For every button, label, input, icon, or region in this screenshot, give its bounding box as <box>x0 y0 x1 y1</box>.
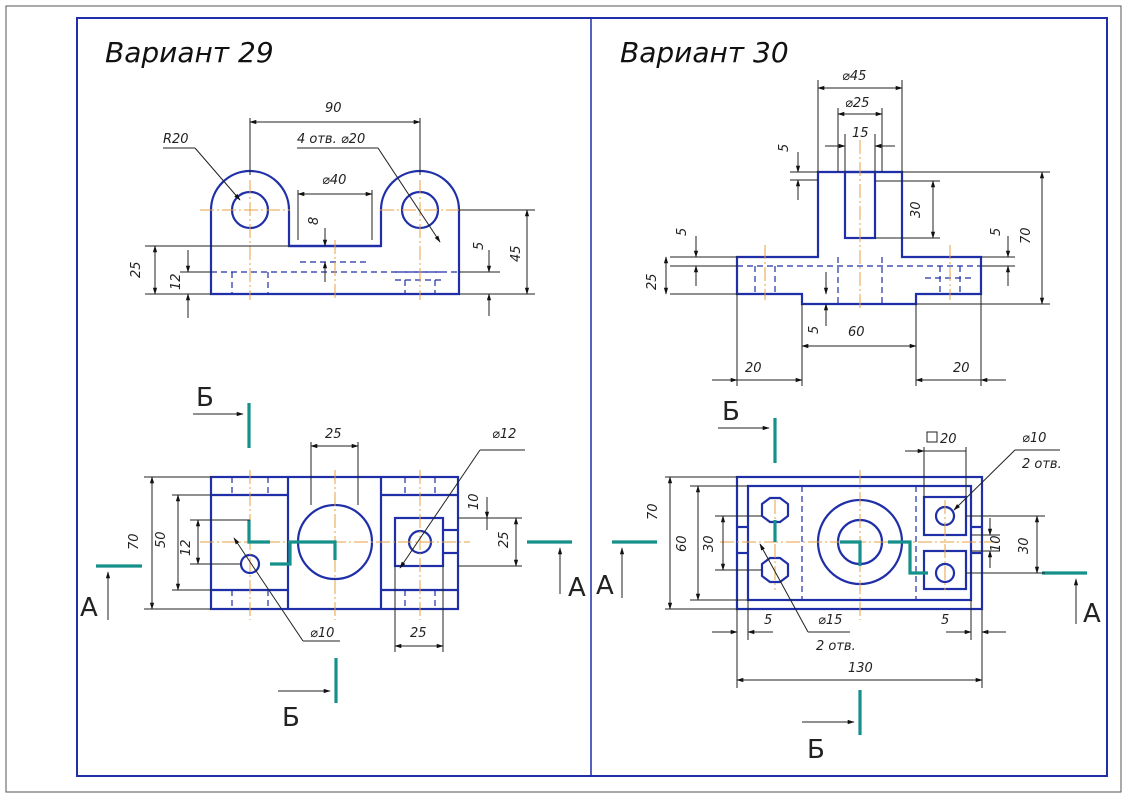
variant-30-title: Вариант 30 <box>620 36 789 69</box>
v29-plan-view: А А Б Б 25 ⌀12 10 25 <box>80 383 586 733</box>
v29-dim-bottom25: 25 <box>410 626 427 641</box>
v29-section-b-top: Б <box>196 383 214 413</box>
v29-dim-top25: 25 <box>325 427 342 442</box>
v29-dim-45: 45 <box>509 245 524 262</box>
v29-dim-right25: 25 <box>497 531 512 548</box>
v30-section-a-right: А <box>1083 599 1101 629</box>
v30-dim-60: 60 <box>848 325 865 340</box>
v30-plan-view: А А Б Б 20 ⌀10 2 отв. <box>596 397 1101 765</box>
v29-dim-90: 90 <box>325 101 342 116</box>
v30-section-b-bottom: Б <box>807 735 825 765</box>
v30-dim-holes-2b: 2 отв. <box>816 639 856 654</box>
v29-dim-12: 12 <box>169 273 184 290</box>
v29-dim-70: 70 <box>127 533 142 550</box>
v29-dim-10: 10 <box>467 493 482 510</box>
v29-section-a-left: А <box>80 593 98 623</box>
v30-dim-phi10: ⌀10 <box>1022 431 1046 446</box>
v30-dim-130: 130 <box>848 661 873 676</box>
v30-dim-70: 70 <box>1019 227 1034 244</box>
drawing-frame <box>76 17 1108 777</box>
v29-dim-phi10: ⌀10 <box>310 626 334 641</box>
v30-dim-holes-2a: 2 отв. <box>1022 457 1062 472</box>
variant-29: Вариант 29 90 R20 <box>80 36 586 733</box>
v30-dim-10: 10 <box>989 535 1004 552</box>
v30-dim-70-plan: 70 <box>646 503 661 520</box>
v30-dim-5-left: 5 <box>764 613 772 628</box>
v30-dim-phi25: ⌀25 <box>845 96 869 111</box>
v30-dim-20-left: 20 <box>745 361 762 376</box>
v30-square-symbol <box>926 431 938 443</box>
v29-section-b-bottom: Б <box>282 703 300 733</box>
v29-dim-5: 5 <box>472 242 487 250</box>
v30-dim-5d: 5 <box>807 326 822 334</box>
v30-section-b-top: Б <box>722 397 740 427</box>
v29-dim-8: 8 <box>307 217 322 225</box>
v30-dim-20-right: 20 <box>953 361 970 376</box>
outer-border <box>5 5 1122 793</box>
v30-dim-phi45: ⌀45 <box>842 69 866 84</box>
v30-dim-30-right: 30 <box>1017 537 1032 554</box>
variant-30: Вариант 30 ⌀45 ⌀25 <box>596 36 1101 765</box>
v29-dim-left12: 12 <box>179 539 194 556</box>
v30-dim-25: 25 <box>645 273 660 290</box>
v29-dim-25: 25 <box>129 261 144 278</box>
v29-front-view: 90 R20 4 отв. ⌀20 ⌀40 8 5 45 <box>129 101 535 318</box>
v30-dim-30-left: 30 <box>702 535 717 552</box>
v30-dim-15: 15 <box>852 126 869 141</box>
v29-dim-d40: ⌀40 <box>322 173 346 188</box>
v30-front-view: ⌀45 ⌀25 15 5 30 5 <box>645 69 1050 386</box>
v30-dim-5c: 5 <box>675 228 690 236</box>
v30-dim-5-right: 5 <box>941 613 949 628</box>
v30-dim-sq20: 20 <box>940 432 957 447</box>
v29-section-a-right: А <box>568 573 586 603</box>
v30-dim-5a: 5 <box>777 144 792 152</box>
v30-dim-phi15: ⌀15 <box>818 613 842 628</box>
variant-29-title: Вариант 29 <box>105 36 274 69</box>
v29-dim-50: 50 <box>154 531 169 548</box>
v30-dim-30: 30 <box>909 201 924 218</box>
v30-section-a-left: А <box>596 571 614 601</box>
v29-dim-phi12: ⌀12 <box>492 427 516 442</box>
v29-dim-r20: R20 <box>163 132 189 147</box>
v29-dim-holes: 4 отв. ⌀20 <box>297 132 365 147</box>
v30-dim-5b: 5 <box>989 228 1004 236</box>
v30-dim-60-plan: 60 <box>675 535 690 552</box>
